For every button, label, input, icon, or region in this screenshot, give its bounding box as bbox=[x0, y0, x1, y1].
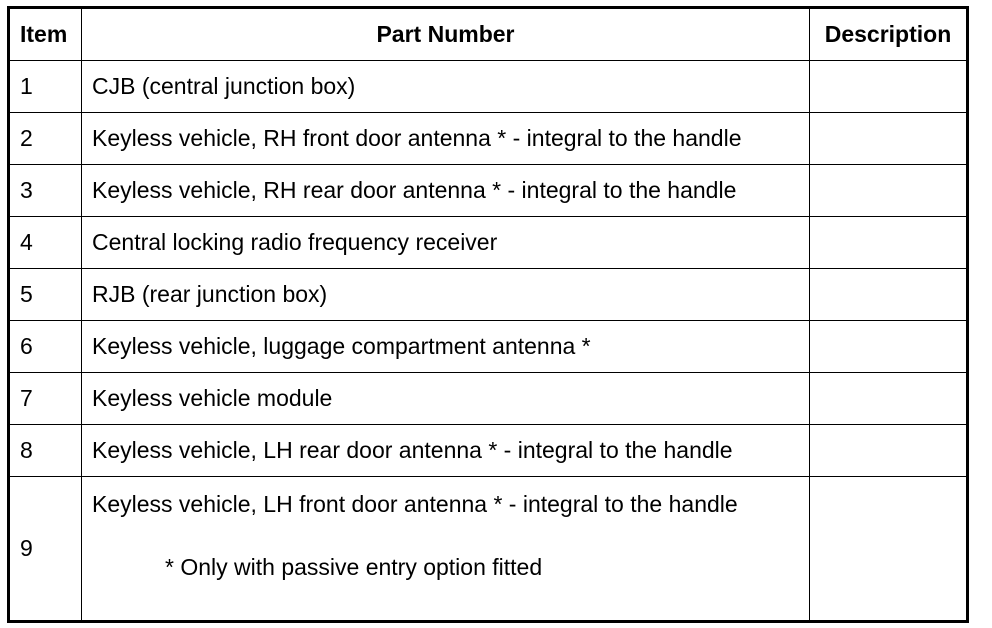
part-name: Keyless vehicle, LH front door antenna *… bbox=[92, 491, 738, 517]
item-number: 4 bbox=[8, 216, 82, 269]
part-name: Keyless vehicle, LH rear door antenna * … bbox=[81, 424, 810, 477]
part-description bbox=[809, 476, 968, 622]
table-row: 2 Keyless vehicle, RH front door antenna… bbox=[8, 112, 968, 165]
part-description bbox=[809, 424, 968, 477]
part-description bbox=[809, 60, 968, 113]
table-row: 3 Keyless vehicle, RH rear door antenna … bbox=[8, 164, 968, 217]
part-name: Keyless vehicle, RH rear door antenna * … bbox=[81, 164, 810, 217]
part-description bbox=[809, 164, 968, 217]
part-name: CJB (central junction box) bbox=[81, 60, 810, 113]
item-number: 1 bbox=[8, 60, 82, 113]
table-row: 1 CJB (central junction box) bbox=[8, 60, 968, 113]
table-row: 8 Keyless vehicle, LH rear door antenna … bbox=[8, 424, 968, 477]
footnote: * Only with passive entry option fitted bbox=[165, 554, 543, 580]
part-name: RJB (rear junction box) bbox=[81, 268, 810, 321]
part-name: Keyless vehicle module bbox=[81, 372, 810, 425]
table-row: 5 RJB (rear junction box) bbox=[8, 268, 968, 321]
part-name: Keyless vehicle, RH front door antenna *… bbox=[81, 112, 810, 165]
table-row: 4 Central locking radio frequency receiv… bbox=[8, 216, 968, 269]
table-row: 6 Keyless vehicle, luggage compartment a… bbox=[8, 320, 968, 373]
part-description bbox=[809, 320, 968, 373]
part-name: Keyless vehicle, luggage compartment ant… bbox=[81, 320, 810, 373]
item-number: 2 bbox=[8, 112, 82, 165]
part-description bbox=[809, 112, 968, 165]
table-row: 7 Keyless vehicle module bbox=[8, 372, 968, 425]
item-number: 7 bbox=[8, 372, 82, 425]
part-description bbox=[809, 268, 968, 321]
part-description bbox=[809, 216, 968, 269]
part-cell-with-note: Keyless vehicle, LH front door antenna *… bbox=[81, 476, 810, 622]
table-row: 9 Keyless vehicle, LH front door antenna… bbox=[8, 476, 968, 622]
table-header-row: Item Part Number Description bbox=[8, 7, 968, 61]
item-number: 3 bbox=[8, 164, 82, 217]
item-number: 8 bbox=[8, 424, 82, 477]
item-number: 5 bbox=[8, 268, 82, 321]
parts-table: Item Part Number Description 1 CJB (cent… bbox=[7, 6, 969, 623]
part-description bbox=[809, 372, 968, 425]
header-item: Item bbox=[8, 7, 82, 61]
item-number: 9 bbox=[8, 476, 82, 622]
part-name: Central locking radio frequency receiver bbox=[81, 216, 810, 269]
header-part-number: Part Number bbox=[81, 7, 810, 61]
header-description: Description bbox=[809, 7, 968, 61]
item-number: 6 bbox=[8, 320, 82, 373]
